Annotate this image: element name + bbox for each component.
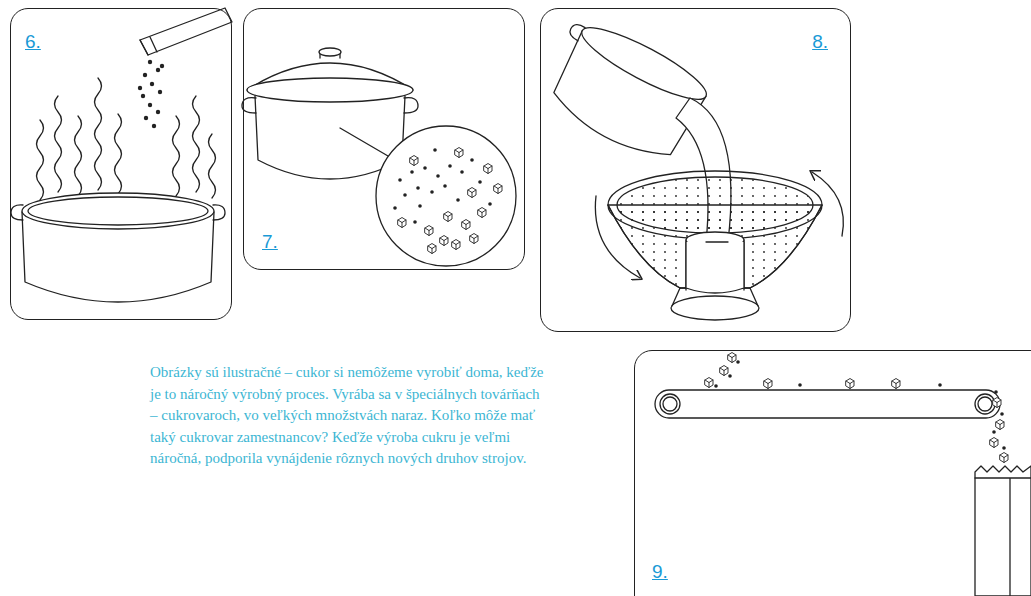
step-panel: 7. — [243, 8, 525, 270]
step-panel: 8. — [540, 8, 851, 332]
centrifuge — [534, 11, 844, 320]
boiling-pot — [11, 8, 232, 302]
step-number: 9. — [652, 561, 668, 583]
step-number: 8. — [812, 31, 828, 53]
note-text: Obrázky sú ilustračné – cukor si nemôžem… — [150, 362, 545, 470]
step-panel: 6. — [10, 8, 232, 320]
covered-pot — [242, 48, 516, 266]
step-number: 7. — [262, 231, 278, 253]
step-panel: 9. — [634, 350, 1031, 596]
step-number: 6. — [25, 31, 41, 53]
conveyor-belt — [655, 353, 1031, 596]
